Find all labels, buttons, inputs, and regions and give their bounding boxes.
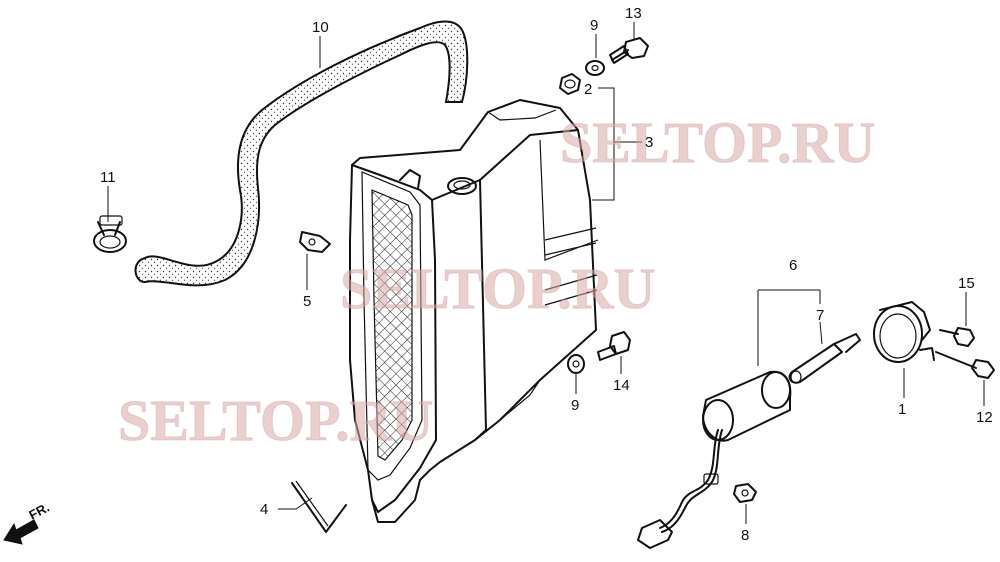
callout-8: 8 xyxy=(741,527,749,544)
callout-2: 2 xyxy=(584,81,592,98)
washer-lower-part xyxy=(567,354,585,374)
hose-clamp-part xyxy=(93,215,127,253)
callout-12: 12 xyxy=(976,409,993,426)
arrow-down-left-icon xyxy=(3,519,39,545)
bolt-top-part xyxy=(609,37,649,64)
callout-7: 7 xyxy=(816,307,824,324)
callout-3: 3 xyxy=(645,134,653,151)
watermark-middle: SELTOP.RU xyxy=(340,256,655,321)
callout-6: 6 xyxy=(789,257,797,274)
callout-4: 4 xyxy=(260,501,268,518)
hose-part xyxy=(134,20,469,287)
clip-part xyxy=(299,231,331,253)
watermarks: SELTOP.RU SELTOP.RU SELTOP.RU xyxy=(118,110,876,454)
callout-9-top: 9 xyxy=(590,17,598,34)
front-direction-indicator: FR. xyxy=(3,500,52,545)
leader-lines xyxy=(107,22,985,524)
sensor-part xyxy=(637,370,792,549)
direction-label: FR. xyxy=(26,500,52,523)
callouts: 10 11 5 9 13 2 3 4 6 7 9 14 1 15 12 8 xyxy=(100,5,993,544)
callout-14: 14 xyxy=(613,377,630,394)
callout-15: 15 xyxy=(958,275,975,292)
bolt-lower-part xyxy=(597,331,631,361)
watermark-bottom: SELTOP.RU xyxy=(118,388,433,453)
callout-1: 1 xyxy=(898,401,906,418)
bolt-12-part xyxy=(935,351,995,379)
sensor-pin-part xyxy=(788,333,861,384)
holder-clip-part xyxy=(733,483,757,503)
callout-13: 13 xyxy=(625,5,642,22)
bolt-15-part xyxy=(939,327,975,347)
band-bracket-part xyxy=(873,301,935,363)
callout-9-lower: 9 xyxy=(571,397,579,414)
callout-5: 5 xyxy=(303,293,311,310)
callout-11: 11 xyxy=(100,169,116,186)
grommet-part xyxy=(559,73,581,95)
watermark-top: SELTOP.RU xyxy=(560,110,875,175)
air-cleaner-housing-part xyxy=(349,99,599,523)
callout-10: 10 xyxy=(312,19,329,36)
wire-spring-part xyxy=(291,480,347,533)
washer-top-part xyxy=(585,60,605,76)
